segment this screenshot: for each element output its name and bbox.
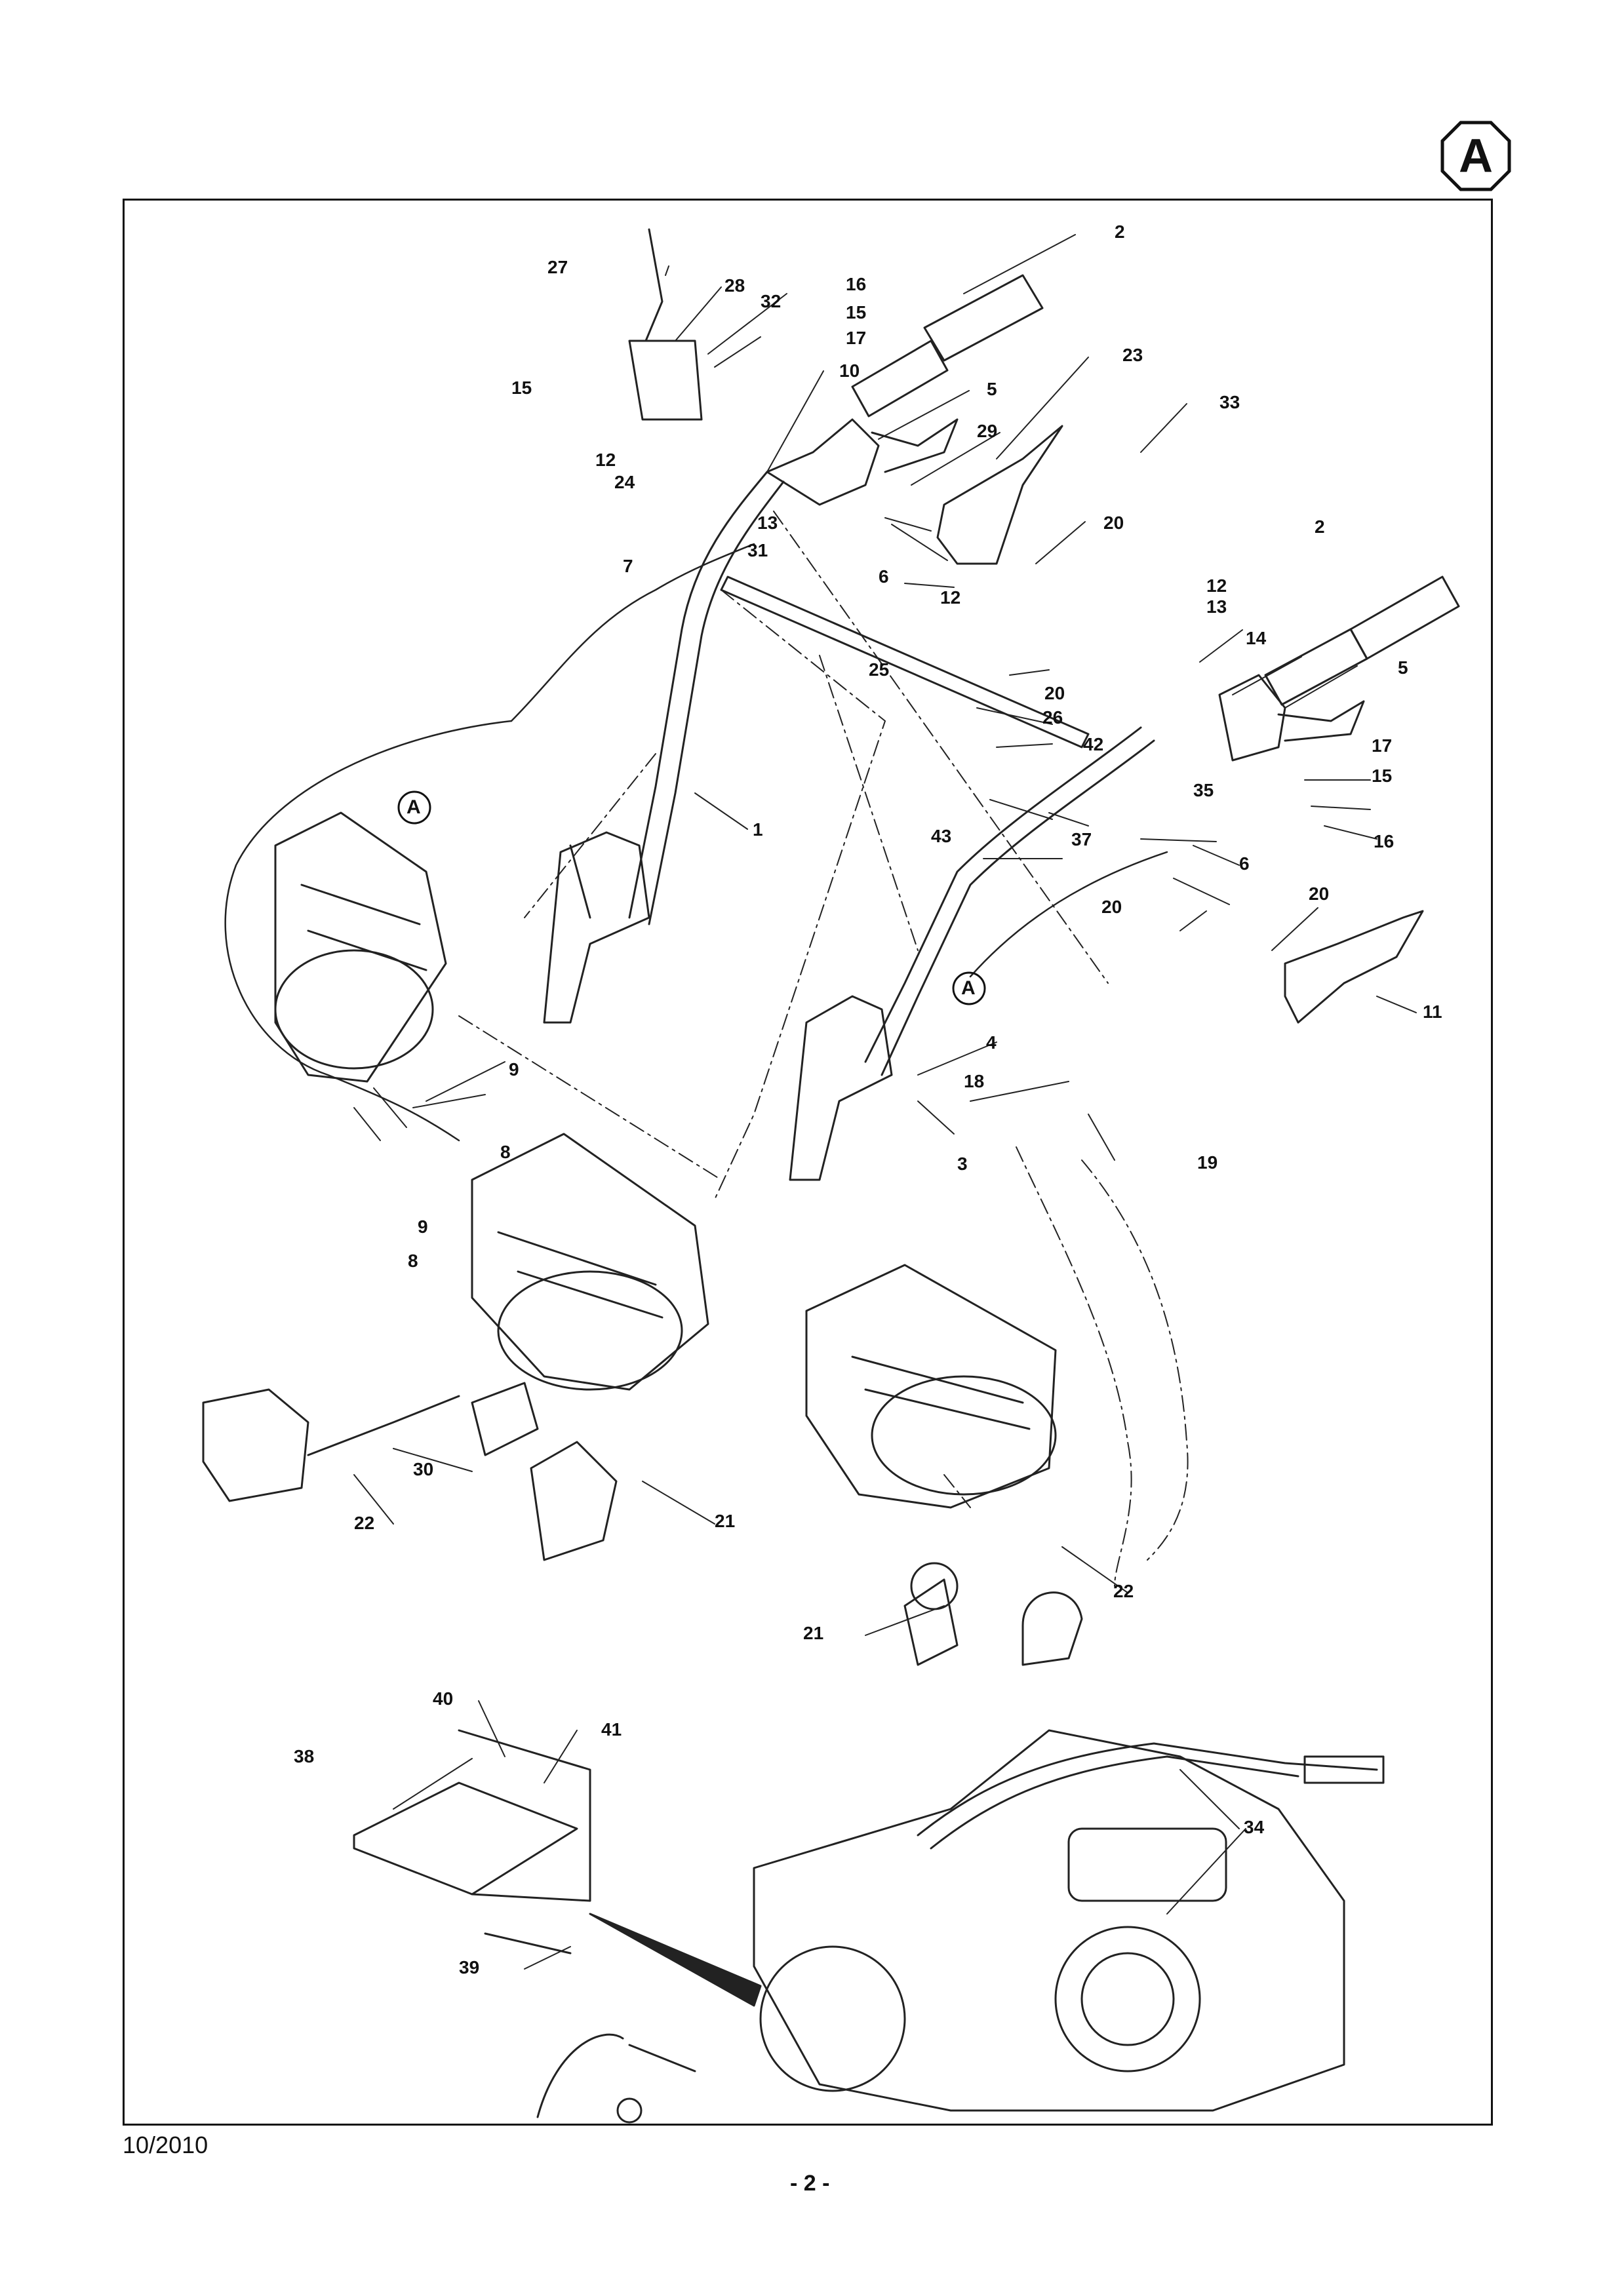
alignment-lines [458,511,1189,1587]
cross-bar [720,575,1090,749]
callout-37: 37 [1071,829,1092,849]
lever-housing-right [1218,674,1286,762]
callout-15-upper-left: 15 [511,378,532,398]
callout-7: 7 [623,556,633,576]
handle-mount-right [789,995,893,1181]
leader-lines [353,234,1417,1970]
callout-31: 31 [747,540,768,560]
callout-16-right: 16 [1374,831,1395,851]
callout-18: 18 [964,1071,985,1091]
callout-16-upper: 16 [846,274,867,294]
callout-2-right: 2 [1315,516,1325,537]
mounting-plate [353,1781,578,1896]
grip-upper [923,274,1044,362]
callout-4: 4 [986,1032,997,1053]
callout-21-left: 21 [715,1511,736,1531]
callout-23: 23 [1122,345,1143,365]
callout-30: 30 [413,1459,434,1479]
callout-20-upper: 20 [1103,513,1124,533]
callout-26: 26 [1042,707,1063,728]
callout-20-right-b: 20 [1309,884,1330,904]
callout-25: 25 [869,659,890,680]
callout-35: 35 [1193,780,1214,800]
callout-12-upper-mid: 12 [940,587,961,608]
callout-10: 10 [839,360,860,381]
callout-5-right: 5 [1398,657,1408,678]
view-marker-1 [397,790,431,825]
gearbox-right [805,1264,1057,1509]
callout-15-upper-right: 15 [846,302,867,322]
view-marker-2-label: A [961,977,976,999]
callout-22-left: 22 [354,1513,375,1533]
bracket-upper-left [628,340,703,421]
callout-42: 42 [1083,734,1104,754]
callout-28: 28 [724,275,745,296]
callout-3: 3 [957,1154,968,1174]
page-number: - 2 - [790,2171,830,2196]
section-badge-octagon [1440,121,1511,191]
callout-22-right: 22 [1113,1581,1134,1601]
gearbox-center [471,1133,709,1391]
view-marker-2 [952,971,986,1005]
callout-2-upper: 2 [1115,222,1125,242]
callout-29: 29 [977,421,998,441]
tiller-frame [753,1729,1345,2112]
callout-5-upper: 5 [987,379,997,399]
tine-lower-left [536,2033,624,2118]
callout-24: 24 [614,472,635,492]
callout-33: 33 [1219,392,1240,412]
handlebar-right-tube [864,726,1142,1063]
lever-right [1284,910,1424,1024]
callout-21-right: 21 [803,1623,824,1643]
fuel-tank [1067,1827,1227,1902]
callout-6-upper: 6 [879,566,889,587]
cable-long-left [224,720,513,1142]
view-marker-1-label: A [406,796,421,818]
callout-40: 40 [433,1688,454,1709]
tiller-grip [1303,1755,1385,1784]
handle-mount-left [543,831,650,1024]
cable-right-lower [969,851,1168,978]
callout-9-b: 9 [418,1216,428,1237]
callout-14: 14 [1246,628,1267,648]
detail-zoom-circle [759,1945,906,2092]
callout-13-upper: 13 [757,513,778,533]
callout-34: 34 [1244,1817,1265,1837]
callout-43: 43 [931,826,952,846]
lever-housing-upper [766,418,880,506]
callout-8-a: 8 [500,1142,511,1162]
callout-11: 11 [1423,1002,1442,1022]
engine-recoil [1054,1926,1201,2072]
tiller-handle [917,1742,1378,1837]
callout-32: 32 [761,291,782,311]
callout-9-a: 9 [509,1059,519,1080]
callout-41: 41 [601,1719,622,1740]
callout-17-upper: 17 [846,328,867,348]
revision-date: 10/2010 [123,2131,208,2158]
callout-8-b: 8 [408,1251,418,1271]
callout-27: 27 [547,257,568,277]
grip-right [1349,575,1460,660]
callout-12-right: 12 [1206,575,1227,596]
callout-12-upper-left: 12 [595,450,616,470]
callout-20-mid: 20 [1044,683,1065,703]
linkage-lower-left [202,1388,309,1502]
callout-19: 19 [1197,1152,1218,1173]
callout-39: 39 [459,1957,480,1977]
control-cover [936,425,1063,565]
callout-13-right: 13 [1206,596,1227,617]
diagram-frame [123,199,1493,2126]
callout-20-right-a: 20 [1101,897,1122,917]
handlebar-left-tube [628,471,768,919]
callout-1: 1 [753,819,763,840]
callout-15-right: 15 [1372,766,1393,786]
callout-6-right: 6 [1239,853,1250,874]
section-badge-label: A [1459,130,1493,182]
callout-17-right: 17 [1372,735,1393,756]
callout-38: 38 [294,1746,315,1766]
